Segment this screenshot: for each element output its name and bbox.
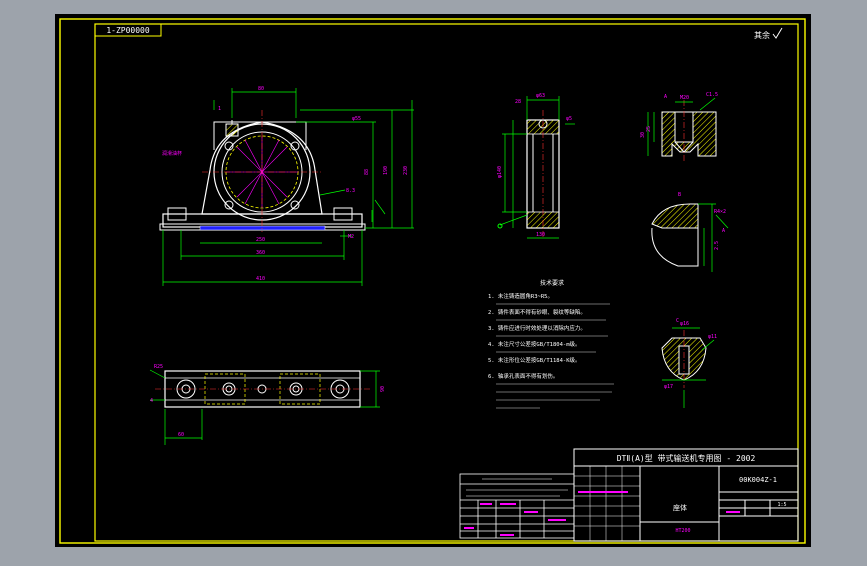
model-space <box>55 14 811 547</box>
svg-text:R25: R25 <box>154 364 163 370</box>
title-line: DTⅡ(A)型 带式输送机专用图 - 2002 <box>617 453 756 463</box>
svg-text:250: 250 <box>256 237 265 243</box>
svg-text:8.3: 8.3 <box>346 188 355 194</box>
svg-text:M20: M20 <box>680 95 689 101</box>
svg-text:φ17: φ17 <box>664 384 673 390</box>
svg-text:88: 88 <box>364 169 370 175</box>
svg-text:A: A <box>722 228 725 234</box>
side-section-view: φ63 28 φ140 130 φ5 <box>497 93 575 239</box>
scale-cell: 1:5 <box>777 502 786 508</box>
svg-text:28: 28 <box>515 99 521 105</box>
svg-text:φ63: φ63 <box>536 93 545 99</box>
svg-text:2.5: 2.5 <box>714 241 720 250</box>
detail-view-a: M20 A 25 30 C1.5 <box>640 92 718 162</box>
svg-text:R4×2: R4×2 <box>714 209 726 215</box>
svg-text:30: 30 <box>640 132 646 138</box>
svg-text:C1.5: C1.5 <box>706 92 718 98</box>
svg-text:410: 410 <box>256 276 265 282</box>
svg-text:φ140: φ140 <box>497 166 503 178</box>
outer-frame <box>59 18 806 544</box>
code-box-text: 1-ZP00000 <box>106 26 150 35</box>
svg-text:60: 60 <box>178 432 184 438</box>
roughness-note: 其余 <box>754 30 770 40</box>
svg-text:φ11: φ11 <box>708 334 717 340</box>
svg-text:230: 230 <box>403 166 409 175</box>
svg-text:25: 25 <box>646 126 652 132</box>
roughness-symbol: 其余 <box>754 27 783 40</box>
svg-text:C: C <box>676 318 679 324</box>
svg-text:φ5: φ5 <box>566 116 572 122</box>
tech-requirement-3: 3. 铸件应进行时效处理以消除内应力。 <box>488 324 586 332</box>
svg-text:B: B <box>678 192 681 198</box>
revision-table <box>459 473 740 539</box>
svg-text:φ16: φ16 <box>680 321 689 327</box>
code-box: 1-ZP00000 <box>94 23 162 37</box>
svg-text:190: 190 <box>383 166 389 175</box>
tech-requirement-5: 5. 未注形位公差按GB/T1184-K级。 <box>488 356 581 364</box>
svg-text:1: 1 <box>218 106 221 112</box>
roughness-check-icon <box>772 27 783 39</box>
technical-requirements: 技术要求 1. 未注铸造圆角R3~R5。 2. 铸件表面不得有砂眼、裂纹等缺陷。… <box>488 279 614 409</box>
svg-text:360: 360 <box>256 250 265 256</box>
part-name: 座体 <box>673 503 687 512</box>
tech-requirement-4: 4. 未注尺寸公差按GB/T1804-m级。 <box>488 340 581 348</box>
svg-text:4: 4 <box>150 398 153 404</box>
drawing-number: 00K004Z-1 <box>739 476 777 484</box>
svg-text:M2: M2 <box>348 234 354 240</box>
tech-requirements-heading: 技术要求 <box>540 279 564 287</box>
svg-text:润滑油杯: 润滑油杯 <box>162 150 182 157</box>
tech-requirement-6: 6. 轴承孔表面不得有划伤。 <box>488 372 558 380</box>
svg-text:80: 80 <box>258 86 264 92</box>
svg-text:A: A <box>664 94 667 100</box>
tech-requirement-2: 2. 铸件表面不得有砂眼、裂纹等缺陷。 <box>488 308 586 316</box>
tech-requirement-1: 1. 未注铸造圆角R3~R5。 <box>488 292 553 300</box>
svg-text:φ55: φ55 <box>352 116 361 122</box>
material-cell: HT200 <box>675 528 690 534</box>
inner-frame <box>94 23 799 542</box>
svg-text:90: 90 <box>380 386 386 392</box>
detail-view-c: φ16 C φ11 φ17 <box>661 318 717 408</box>
svg-text:130: 130 <box>536 232 545 238</box>
top-view: R25 4 60 90 <box>149 364 386 445</box>
detail-view-b: B R4×2 2.5 A <box>651 192 729 272</box>
front-view: 80 360 410 250 88 190 230 φ55 润滑油杯 1 8.3… <box>159 86 414 286</box>
